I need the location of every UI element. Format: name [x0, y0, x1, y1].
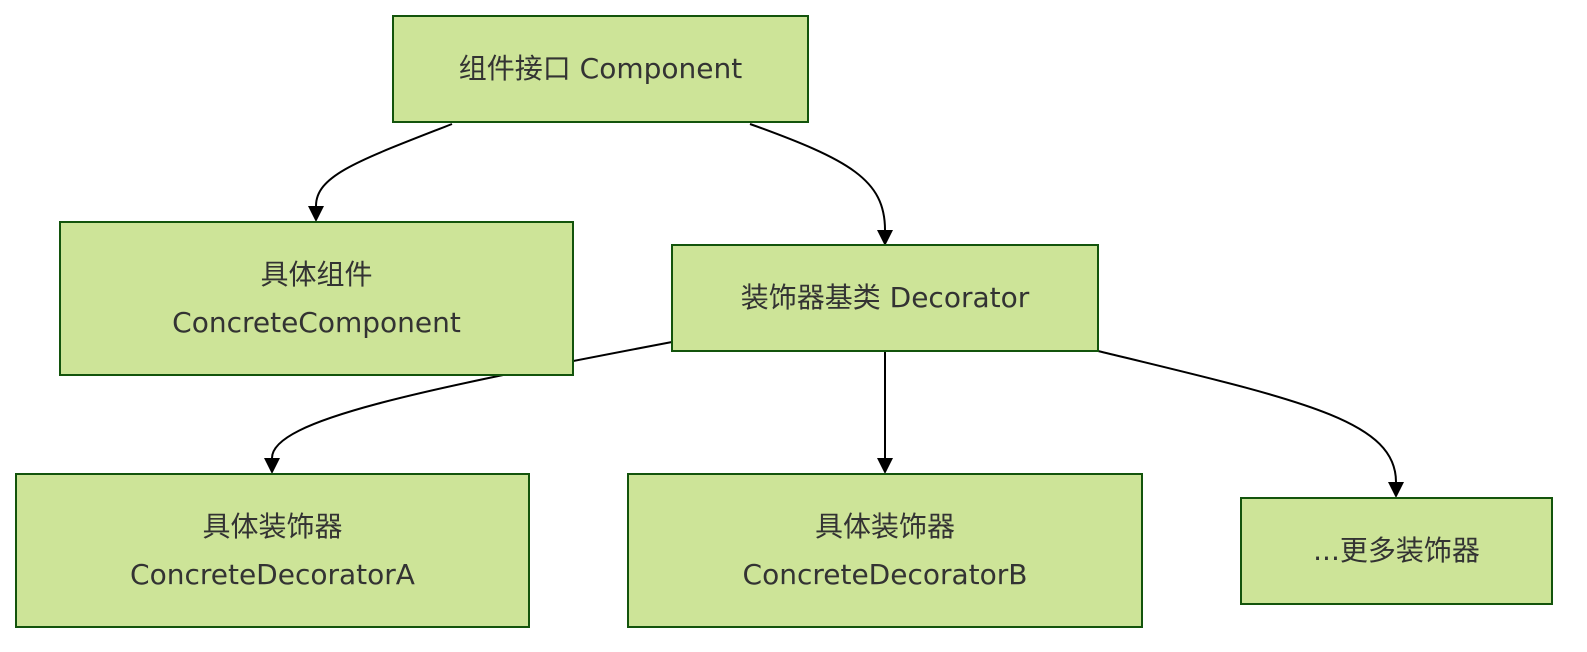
node-decorator-a[interactable]: 具体装饰器 ConcreteDecoratorA	[15, 473, 530, 628]
node-label: 组件接口 Component	[458, 52, 743, 85]
edge-component-to-concrete-component	[315, 123, 453, 207]
arrowhead-icon	[308, 206, 324, 222]
node-decorator-b[interactable]: 具体装饰器 ConcreteDecoratorB	[627, 473, 1143, 628]
edge-decorator-to-more	[1097, 350, 1397, 483]
node-concrete-component[interactable]: 具体组件 ConcreteComponent	[59, 221, 574, 376]
node-label: ...更多装饰器	[1313, 534, 1480, 567]
arrowhead-icon	[877, 230, 893, 246]
node-label: 具体装饰器	[814, 509, 955, 543]
node-decorator[interactable]: 装饰器基类 Decorator	[671, 244, 1099, 352]
node-more-decorators[interactable]: ...更多装饰器	[1240, 497, 1553, 605]
node-label: 装饰器基类 Decorator	[740, 281, 1030, 314]
node-label: 具体组件	[260, 257, 373, 291]
node-label: ConcreteDecoratorB	[742, 557, 1028, 591]
arrowhead-icon	[877, 458, 893, 474]
node-label: ConcreteComponent	[172, 305, 461, 339]
node-label: 具体装饰器	[202, 509, 343, 543]
edge-component-to-decorator	[749, 123, 886, 231]
node-label: ConcreteDecoratorA	[130, 557, 415, 591]
node-component[interactable]: 组件接口 Component	[392, 15, 809, 123]
edge-decorator-to-decorator-a	[271, 341, 673, 459]
arrowhead-icon	[264, 458, 280, 474]
arrowhead-icon	[1388, 482, 1404, 498]
